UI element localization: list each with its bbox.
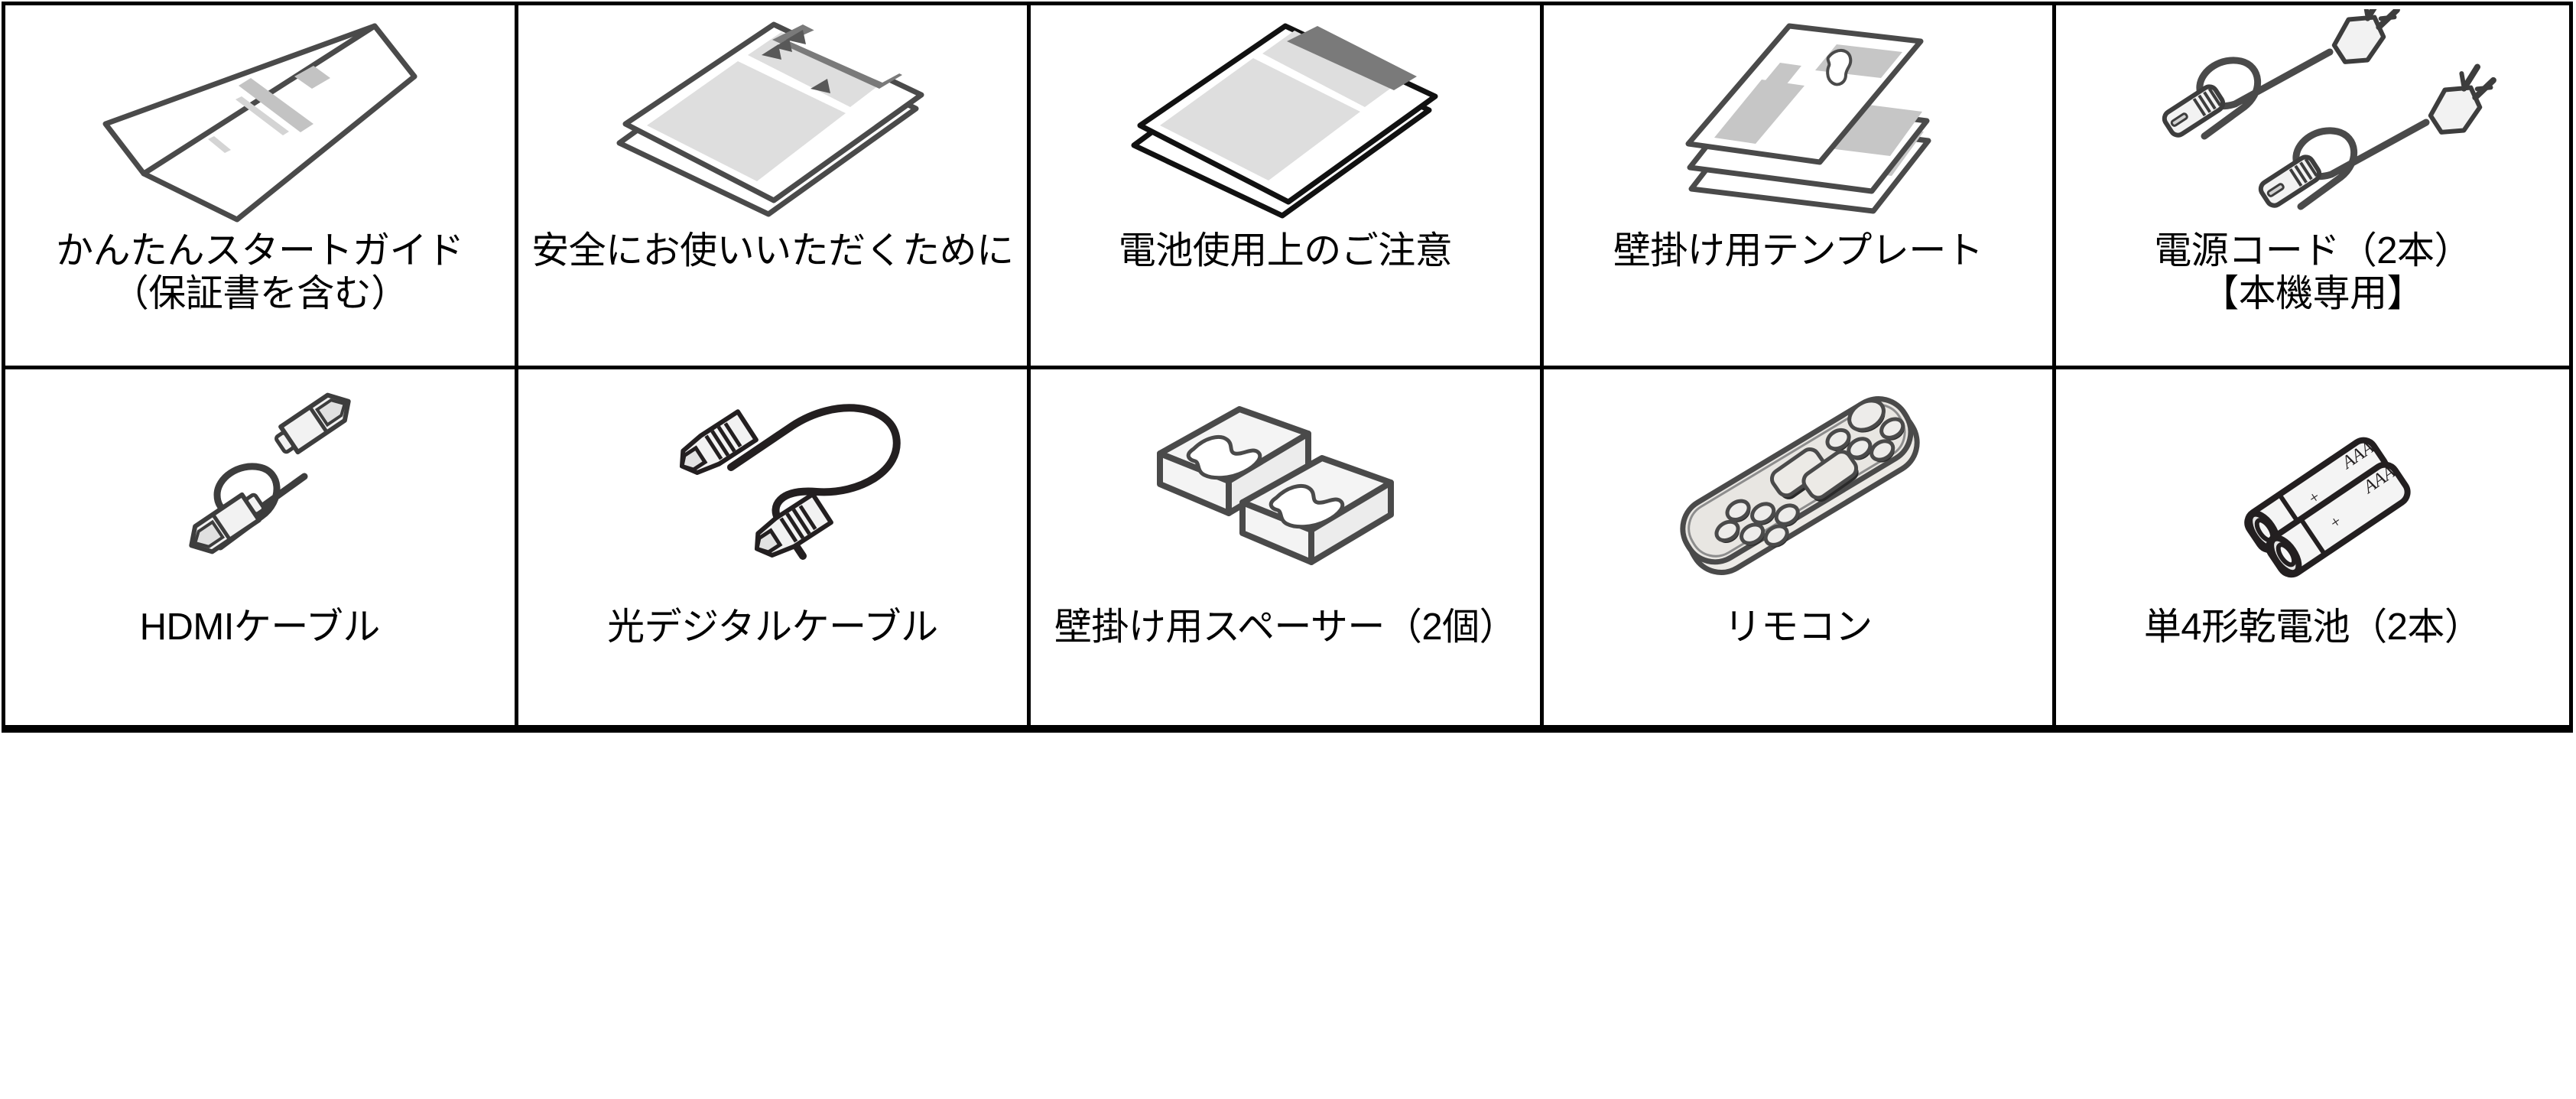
power-cord-icon (2056, 5, 2569, 227)
remote-control-icon (1544, 369, 2053, 599)
aaa-battery-icon: + AAA + AAA (2056, 369, 2569, 599)
accessory-label: 光デジタルケーブル (607, 606, 938, 648)
stacked-sheets-icon (518, 5, 1028, 227)
accessory-cell-quick-start-guide: かんたんスタートガイド （保証書を含む） (5, 5, 518, 369)
hdmi-cable-icon (5, 369, 515, 599)
accessory-cell-battery-precautions: 電池使用上のご注意 (1031, 5, 1544, 369)
booklet-single-sheet-icon (5, 5, 515, 227)
folded-leaflet-icon (1031, 5, 1540, 227)
accessory-label: 壁掛け用スペーサー（2個） (1054, 606, 1517, 648)
accessory-cell-power-cord: 電源コード（2本） 【本機専用】 (2056, 5, 2569, 369)
accessory-cell-safety-instructions: 安全にお使いいただくために (518, 5, 1031, 369)
accessory-label: リモコン (1723, 606, 1873, 648)
accessory-cell-aaa-batteries: + AAA + AAA 単4形乾電池（2本） (2056, 369, 2569, 729)
accessory-label: 電源コード（2本） 【本機専用】 (2154, 230, 2472, 314)
accessory-label: かんたんスタートガイド （保証書を含む） (56, 230, 464, 314)
accessory-cell-optical-digital-cable: 光デジタルケーブル (518, 369, 1031, 729)
accessory-label: 単4形乾電池（2本） (2143, 606, 2482, 648)
accessory-label: 電池使用上のご注意 (1118, 230, 1453, 271)
accessory-label: 安全にお使いいただくために (531, 230, 1014, 271)
accessory-table: かんたんスタートガイド （保証書を含む） 安全にお使いいただくために (2, 2, 2573, 733)
accessory-cell-hdmi-cable: HDMIケーブル (5, 369, 518, 729)
accessory-cell-wall-mount-spacer: 壁掛け用スペーサー（2個） (1031, 369, 1544, 729)
accessory-cell-remote-control: リモコン (1543, 369, 2057, 729)
spacer-blocks-icon (1031, 369, 1540, 599)
accessory-cell-wall-mount-template: 壁掛け用テンプレート (1543, 5, 2057, 369)
template-strips-icon (1544, 5, 2053, 227)
accessory-label: HDMIケーブル (139, 606, 381, 648)
accessory-label: 壁掛け用テンプレート (1613, 230, 1983, 271)
optical-cable-icon (518, 369, 1028, 599)
